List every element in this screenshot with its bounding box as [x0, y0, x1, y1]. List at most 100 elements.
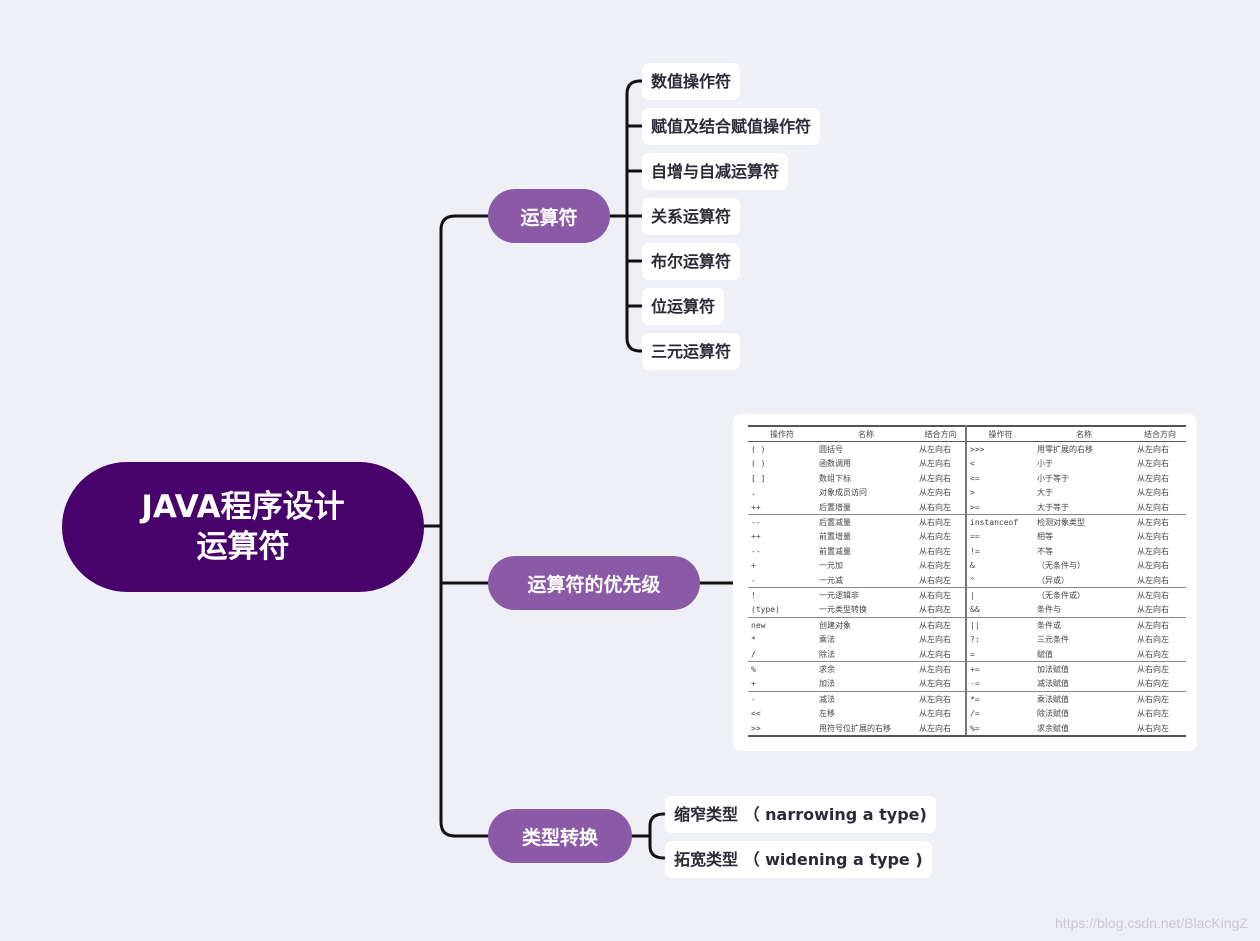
table-cell-operator: [ ]: [751, 473, 766, 483]
table-cell-name: 一元加: [819, 561, 843, 571]
leaf-increment-decrement-operators[interactable]: 自增与自减运算符: [642, 153, 789, 190]
table-row: *乘法从左向右?:三元条件从右向左: [748, 632, 1186, 647]
table-cell-name: 后置减量: [816, 514, 916, 530]
table-cell-associativity: 从左向右: [919, 635, 951, 645]
table-row: .对象成员访问从左向右>大于从左向右: [748, 485, 1186, 500]
table-cell-associativity: 从左向右: [1134, 514, 1186, 530]
table-cell-operator: ++: [751, 502, 761, 512]
table-cell-operator: %=: [965, 720, 1034, 738]
table-cell-name: 对象成员访问: [819, 488, 867, 498]
table-row: >>用符号位扩展的右移从左向右%=求余赋值从右向左: [748, 720, 1186, 738]
table-cell-associativity: 从左向右: [1137, 561, 1169, 571]
leaf-label: 数值操作符: [651, 72, 732, 91]
table-cell-associativity: 从左向右: [919, 488, 951, 498]
table-cell-operator: <=: [965, 471, 1034, 486]
table-cell-associativity: 从右向左: [919, 502, 951, 512]
table-cell-operator: .: [751, 488, 756, 498]
leaf-boolean-operators[interactable]: 布尔运算符: [642, 243, 741, 280]
table-cell-associativity: 从左向右: [919, 709, 951, 719]
table-cell-name: 前置减量: [819, 546, 851, 556]
table-cell-associativity: 从左向右: [1137, 459, 1169, 469]
leaf-ternary-operator[interactable]: 三元运算符: [642, 333, 741, 370]
table-cell-associativity: 从右向左: [919, 575, 951, 585]
table-row: ++后置增量从右向左>=大于等于从左向右: [748, 499, 1186, 515]
table-cell-name: （无条件与）: [1037, 561, 1085, 571]
table-cell-name: 后置增量: [819, 502, 851, 512]
table-cell-operator: >=: [965, 499, 1034, 515]
header-operator: 操作符: [965, 426, 1034, 442]
table-cell-operator: --: [751, 546, 761, 556]
table-cell-name: 不等: [1037, 546, 1053, 556]
table-cell-operator: |: [965, 587, 1034, 603]
table-cell-operator: %: [748, 661, 816, 677]
table-cell-name: 减法赋值: [1037, 679, 1069, 689]
table-cell-name: 圆括号: [819, 445, 843, 455]
table-cell-associativity: 从左向右: [1137, 502, 1169, 512]
header-name: 名称: [858, 429, 874, 439]
table-cell-operator: !=: [965, 544, 1034, 559]
leaf-relational-operators[interactable]: 关系运算符: [642, 198, 741, 235]
table-cell-operator: <: [965, 456, 1034, 472]
table-row: ++前置增量从右向左==相等从左向右: [748, 529, 1186, 545]
leaf-label: 位运算符: [651, 297, 716, 316]
table-cell-associativity: 从右向左: [1134, 661, 1186, 677]
table-cell-name: 赋值: [1037, 649, 1053, 659]
table-cell-associativity: 从左向右: [1137, 546, 1169, 556]
table-cell-name: 除法: [819, 649, 835, 659]
table-cell-name: 减法: [816, 691, 916, 707]
table-cell-associativity: 从右向左: [919, 546, 951, 556]
table-cell-name: 小于: [1037, 459, 1053, 469]
table-cell-operator: (type): [751, 605, 780, 615]
table-cell-operator: -: [748, 691, 816, 707]
root-title-line1: JAVA程序设计: [141, 489, 345, 525]
table-cell-name: 乘法: [819, 635, 835, 645]
table-row: ( )圆括号从左向右>>>用零扩展的右移从左向右: [748, 441, 1186, 457]
table-cell-operator: <<: [751, 709, 761, 719]
branch-operators[interactable]: 运算符: [488, 189, 610, 243]
table-cell-operator: *: [751, 635, 756, 645]
table-row: [ ]数组下标从左向右<=小于等于从左向右: [748, 471, 1186, 486]
leaf-label: 缩窄类型 （ narrowing a type): [674, 805, 927, 824]
table-cell-associativity: 从右向左: [919, 532, 951, 542]
branch-type-conversion[interactable]: 类型转换: [488, 809, 632, 863]
table-cell-operator: /=: [965, 706, 1034, 721]
table-row: -- 前置减量 从右向左 !=不等 从左向右: [748, 544, 1186, 559]
table-cell-name: 相等: [1037, 532, 1053, 542]
table-cell-name: 大于: [1037, 488, 1053, 498]
table-cell-name: 一元类型转换: [819, 605, 867, 615]
table-cell-associativity: 从左向右: [916, 720, 966, 738]
table-cell-operator: ( ): [751, 459, 766, 469]
precedence-table-image[interactable]: 操作符 名称 结合方向 操作符 名称 结合方向 ( )圆括号从左向右>>>用零扩…: [733, 414, 1197, 751]
table-cell-operator: >: [965, 485, 1034, 500]
branch-operators-label: 运算符: [520, 206, 578, 229]
table-cell-associativity: 从左向右: [1137, 473, 1169, 483]
table-cell-associativity: 从右向左: [1137, 649, 1169, 659]
table-cell-associativity: 从右向左: [1137, 709, 1169, 719]
table-cell-operator: -: [751, 575, 756, 585]
table-cell-name: 用零扩展的右移: [1037, 445, 1093, 455]
table-cell-associativity: 从左向右: [1137, 575, 1169, 585]
table-cell-name: 左移: [819, 709, 835, 719]
table-cell-name: 加法赋值: [1034, 661, 1134, 677]
table-cell-operator: &: [965, 558, 1034, 573]
table-cell-associativity: 从左向右: [1137, 605, 1169, 615]
root-node[interactable]: JAVA程序设计 运算符: [62, 462, 424, 592]
table-cell-name: 一元减: [819, 575, 843, 585]
table-cell-associativity: 从左向右: [1134, 617, 1186, 633]
leaf-widening-type[interactable]: 拓宽类型 （ widening a type ): [665, 841, 932, 878]
leaf-assignment-operators[interactable]: 赋值及结合赋值操作符: [642, 108, 821, 145]
leaf-bitwise-operators[interactable]: 位运算符: [642, 288, 725, 325]
table-cell-operator: =: [965, 646, 1034, 662]
leaf-label: 布尔运算符: [651, 252, 732, 271]
table-header-row: 操作符 名称 结合方向 操作符 名称 结合方向: [748, 426, 1186, 442]
table-row: +加法从左向右-=减法赋值从右向左: [748, 676, 1186, 692]
leaf-numeric-operators[interactable]: 数值操作符: [642, 63, 741, 100]
branch-precedence-label: 运算符的优先级: [527, 573, 661, 596]
leaf-label: 赋值及结合赋值操作符: [651, 117, 812, 136]
branch-precedence[interactable]: 运算符的优先级: [488, 556, 700, 610]
table-row: (type)一元类型转换从右向左&&条件与从左向右: [748, 602, 1186, 618]
leaf-narrowing-type[interactable]: 缩窄类型 （ narrowing a type): [665, 796, 936, 833]
header-name: 名称: [1076, 429, 1092, 439]
table-cell-name: 一元逻辑非: [816, 587, 916, 603]
